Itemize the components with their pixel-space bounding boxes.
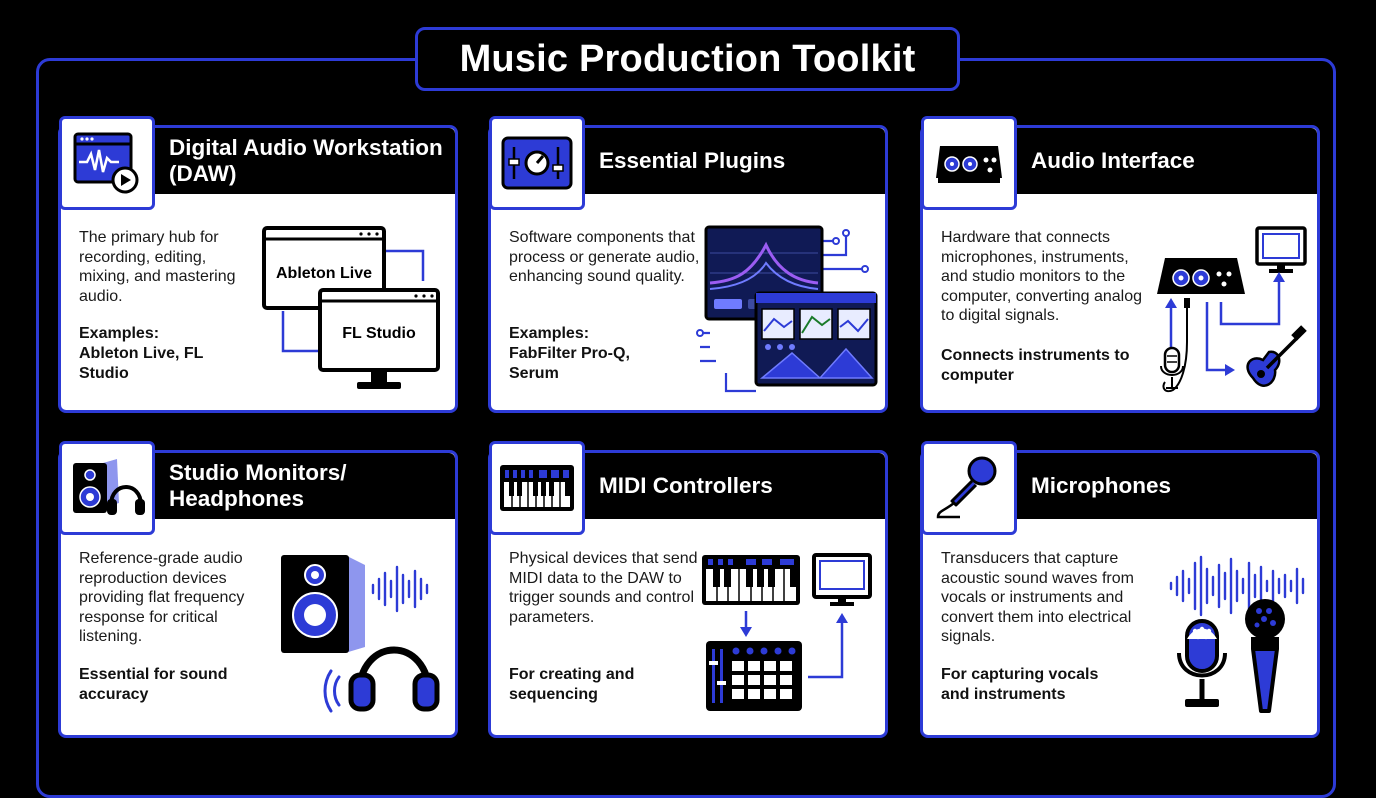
card-note: For capturing vocals and instruments: [941, 666, 1099, 703]
card-description: Physical devices that send MIDI data to …: [509, 550, 698, 626]
audio-interface-icon: [921, 116, 1017, 210]
card-note-label: Examples:: [509, 325, 590, 342]
card-note: For creating and sequencing: [509, 666, 635, 703]
plugin-knob-icon: [489, 116, 585, 210]
interface-connections-illustration: [1157, 226, 1307, 393]
title-box: Music Production Toolkit: [415, 27, 960, 91]
speaker-headphones-icon: [59, 441, 155, 535]
card-note: Essential for sound accuracy: [79, 666, 228, 703]
microphones-illustration: [1169, 555, 1305, 713]
card-plugins: Essential Plugins Software components th…: [488, 116, 888, 413]
card-description: Transducers that capture acoustic sound …: [941, 550, 1134, 645]
card-title: Microphones: [1031, 473, 1172, 498]
card-title: Studio Monitors/ Headphones: [169, 460, 347, 511]
card-daw: Digital Audio Workstation (DAW) The prim…: [58, 116, 458, 413]
fl-studio-label: FL Studio: [342, 325, 416, 342]
plugin-windows-illustration: [696, 225, 878, 393]
card-midi-controllers: MIDI Controllers Physical devices that s…: [488, 441, 888, 738]
ableton-label: Ableton Live: [276, 265, 372, 282]
card-description: Reference-grade audio reproduction devic…: [79, 550, 245, 645]
card-note: Connects instruments to computer: [941, 347, 1130, 384]
card-note-body: FabFilter Pro-Q, Serum: [509, 345, 630, 382]
card-title: Essential Plugins: [599, 148, 786, 173]
card-title: MIDI Controllers: [599, 473, 773, 498]
midi-flow-illustration: [702, 553, 872, 711]
card-note-label: Examples:: [79, 325, 160, 342]
monitor-headphones-illustration: [281, 555, 440, 713]
card-description: Software components that process or gene…: [509, 229, 700, 285]
page-title: Music Production Toolkit: [459, 37, 916, 80]
daw-screens-illustration: Ableton Live FL Studio: [262, 226, 440, 389]
midi-keyboard-icon: [489, 441, 585, 535]
card-audio-interface: Audio Interface Hardware that connects m…: [920, 116, 1320, 413]
microphone-icon: [921, 441, 1017, 535]
daw-waveform-icon: [59, 116, 155, 210]
card-microphones: Microphones Transducers that capture aco…: [920, 441, 1320, 738]
card-description: Hardware that connects microphones, inst…: [941, 229, 1143, 324]
card-title: Audio Interface: [1031, 148, 1195, 173]
card-studio-monitors: Studio Monitors/ Headphones Reference-gr…: [58, 441, 458, 738]
card-note-body: Ableton Live, FL Studio: [79, 345, 204, 382]
card-title: Digital Audio Workstation (DAW): [169, 135, 443, 186]
card-description: The primary hub for recording, editing, …: [79, 229, 236, 305]
